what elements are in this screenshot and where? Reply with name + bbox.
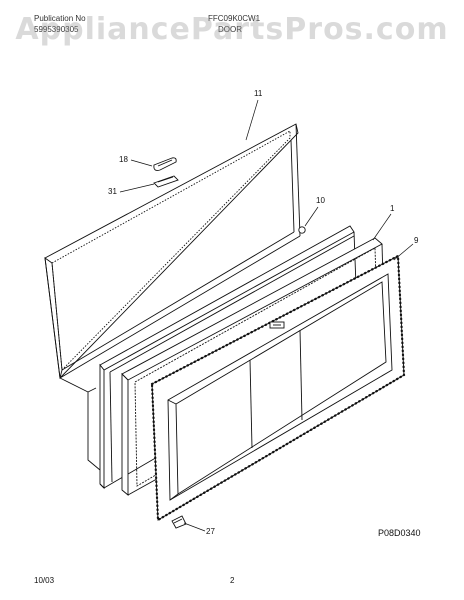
footer-date: 10/03 xyxy=(34,576,55,585)
callout-27: 27 xyxy=(206,527,215,536)
footer-page-number: 2 xyxy=(230,576,235,585)
watermark: AppliancePartsPros.com xyxy=(15,12,449,47)
part-11-gasket xyxy=(44,123,301,471)
callout-1: 1 xyxy=(390,204,395,213)
callout-18: 18 xyxy=(119,155,128,164)
leader-lines xyxy=(119,99,414,532)
part-27-screw xyxy=(171,515,187,529)
part-31-handle-gasket xyxy=(153,175,179,188)
callout-10: 10 xyxy=(316,196,325,205)
callout-31: 31 xyxy=(108,187,117,196)
model-number: FFC09K0CW1 xyxy=(208,14,261,23)
publication-number: 5995390305 xyxy=(34,25,79,34)
publication-label: Publication No xyxy=(34,14,86,23)
part-9-door-panel xyxy=(150,254,406,522)
diagram-code: P08D0340 xyxy=(378,528,421,538)
part-18-handle xyxy=(153,157,177,171)
part-1-liner xyxy=(99,225,359,490)
part-10-button xyxy=(298,226,306,234)
section-title: DOOR xyxy=(218,25,242,34)
callout-9: 9 xyxy=(414,236,419,245)
callout-11: 11 xyxy=(254,89,263,98)
